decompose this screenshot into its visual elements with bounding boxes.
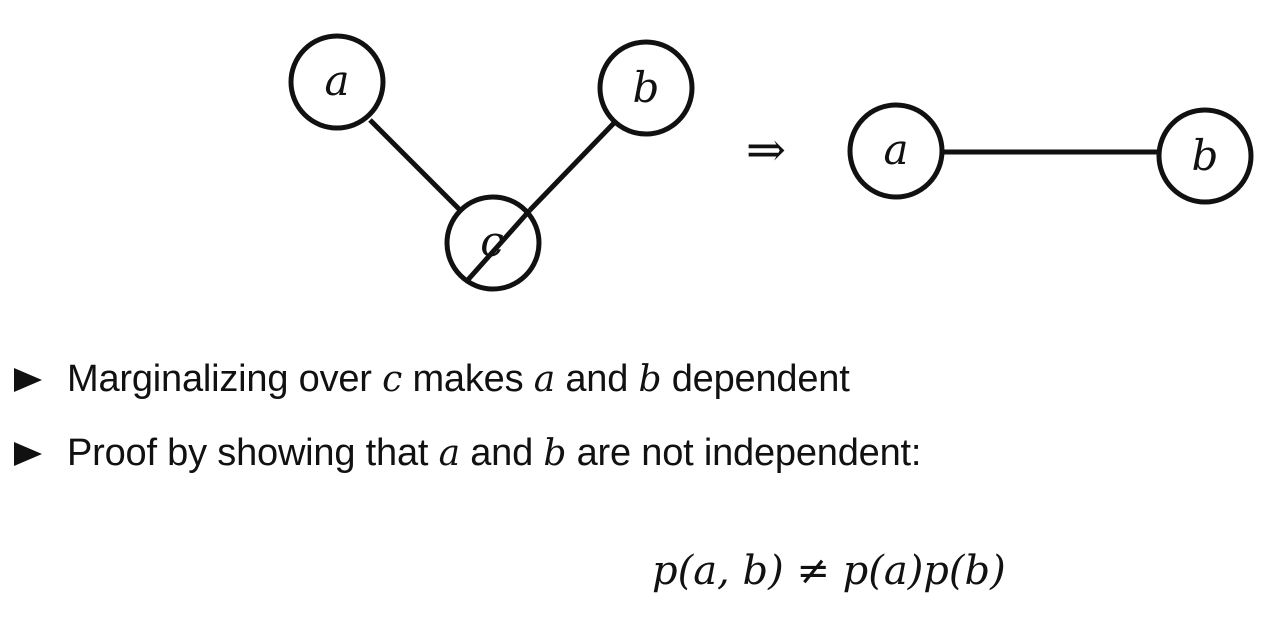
graph-diagram: a b c a b ⇒: [288, 33, 1254, 292]
triangle-bullet-icon: [14, 442, 42, 466]
node-b-label: b: [633, 63, 660, 112]
node-c-circle: [444, 194, 542, 292]
triangle-bullet-icon: [14, 368, 42, 392]
bullet-text: Proof by showing that a and b are not in…: [67, 432, 921, 475]
node-c-label: c: [480, 217, 504, 266]
text-segment: are not independent:: [566, 432, 922, 474]
text-segment: Marginalizing over: [67, 358, 383, 400]
text-segment: and: [459, 432, 544, 474]
node-a-label: a: [324, 56, 349, 105]
node-a-circle: [288, 33, 386, 131]
text-segment: makes: [402, 358, 534, 400]
node-a-right-label: a: [883, 125, 908, 174]
math-var: b: [543, 433, 567, 474]
math-var: c: [382, 359, 403, 400]
node-b-right-circle: [1156, 107, 1254, 205]
bullet-text: Marginalizing over c makes a and b depen…: [67, 358, 850, 401]
text-segment: dependent: [661, 358, 850, 400]
independence-formula: p(a, b) ≠ p(a)p(b): [652, 548, 1006, 594]
implies-arrow: ⇒: [746, 122, 786, 178]
text-segment: Proof by showing that: [67, 432, 439, 474]
edge-b-c: [528, 121, 616, 212]
strike-line-c: [464, 208, 532, 284]
node-b-circle: [597, 39, 695, 137]
text-segment: and: [555, 358, 639, 400]
node-a-right-circle: [847, 102, 945, 200]
math-var: a: [438, 433, 460, 474]
math-var: b: [638, 359, 662, 400]
math-var: a: [533, 359, 555, 400]
node-b-right-label: b: [1192, 131, 1219, 180]
edge-a-c: [368, 118, 464, 214]
